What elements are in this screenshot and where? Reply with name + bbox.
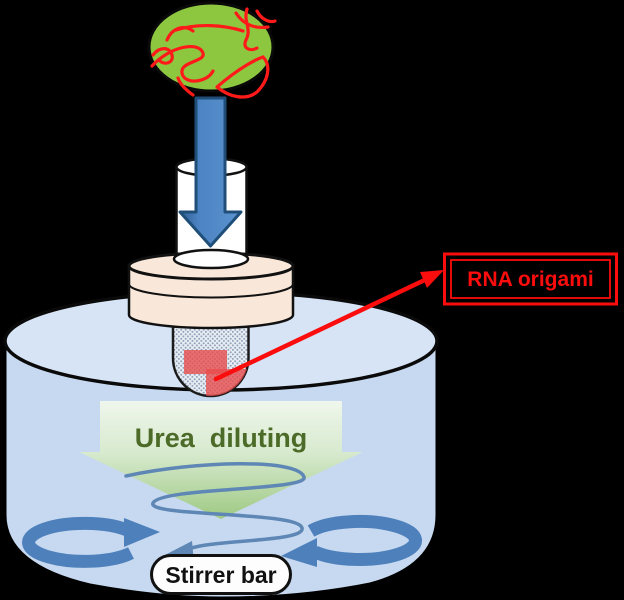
rotation-arc-left [22, 516, 134, 568]
stirrer-bar-label: Stirrer bar [165, 562, 276, 588]
urea-dilution-arrow: Urea diluting [79, 401, 363, 519]
callout-box: RNA origami [443, 252, 618, 306]
rna-origami-label: RNA origami [467, 268, 593, 291]
rotation-arrowhead-left-icon [124, 518, 160, 547]
rotation-arrowhead-right-icon [281, 538, 317, 567]
callout-box-outer [443, 252, 618, 306]
cap-hole [172, 248, 250, 270]
rotation-arc-right [307, 515, 422, 566]
blob-ellipse [147, 1, 275, 93]
dialysis-cap [127, 248, 295, 330]
rotation-arrow-right [281, 515, 422, 567]
stirrer-bar: Stirrer bar [150, 554, 292, 595]
stirrer-bar-pill [150, 554, 292, 595]
callout-line [213, 274, 434, 382]
vortex-path [124, 462, 306, 553]
insert-down-arrow-icon [178, 96, 243, 248]
callout-box-inner [450, 259, 611, 299]
cap-seam [128, 283, 294, 299]
callout-arrowhead-icon [420, 270, 444, 288]
rna-strands-icon [150, 7, 277, 99]
callout-arrow [213, 270, 444, 382]
rotation-arrow-left [22, 516, 160, 568]
urea-diluting-label: Urea diluting [135, 423, 308, 453]
denatured-rna-blob [147, 1, 277, 99]
urea-arrow-shape [79, 401, 363, 519]
